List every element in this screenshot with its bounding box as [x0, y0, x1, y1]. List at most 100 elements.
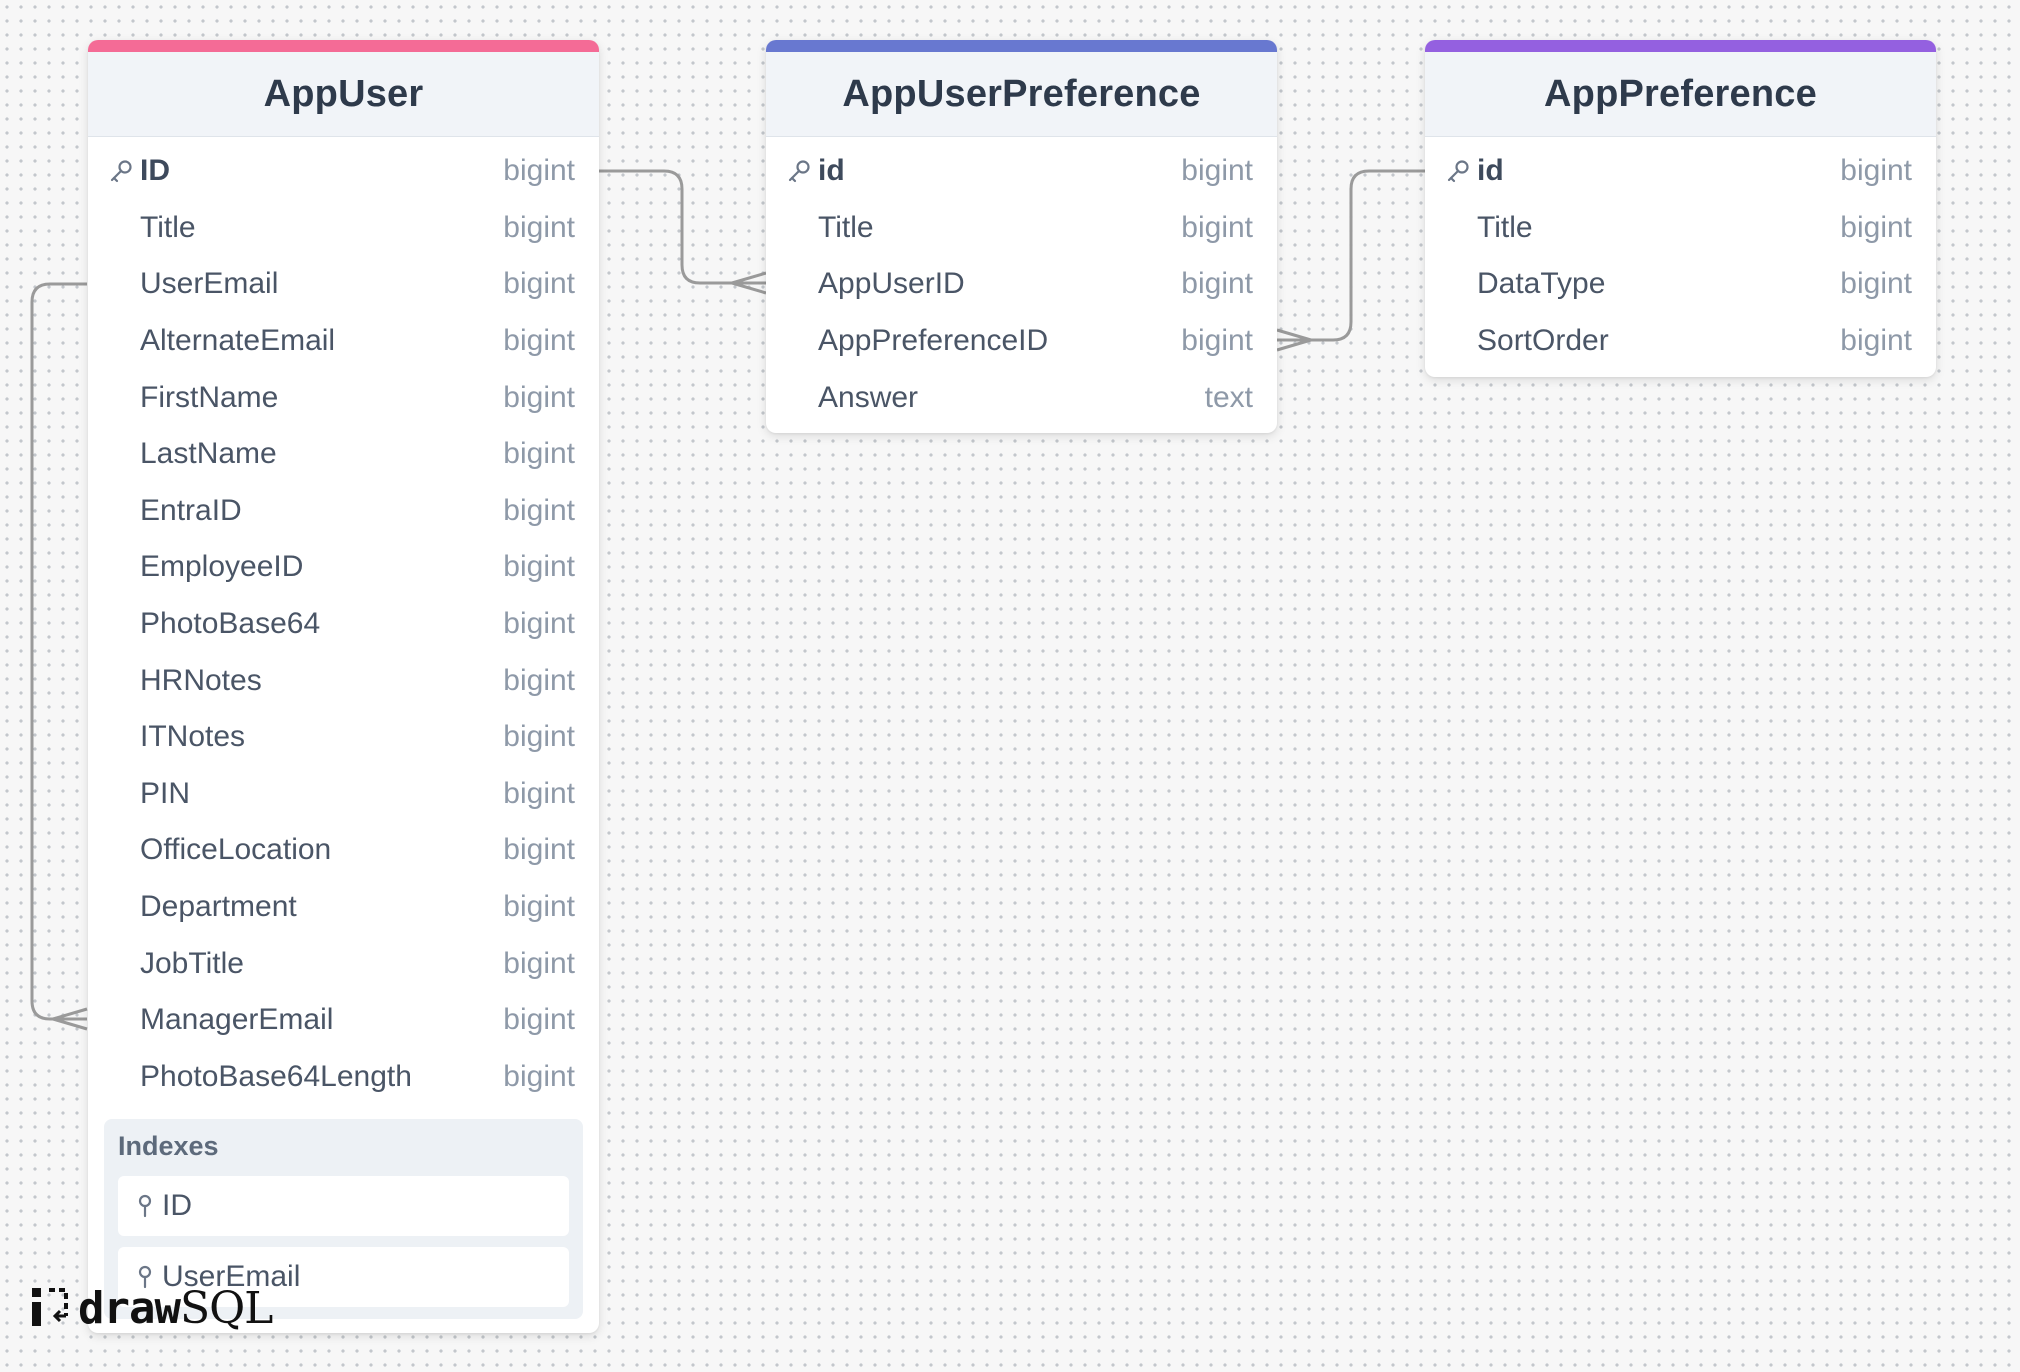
column-type: bigint: [1181, 267, 1253, 301]
column-name: JobTitle: [140, 946, 244, 980]
column-type: bigint: [503, 550, 575, 584]
column-name: AlternateEmail: [140, 324, 336, 358]
index-item-id[interactable]: ID: [118, 1176, 569, 1237]
index-item-useremail[interactable]: UserEmail: [118, 1247, 569, 1308]
column-row-title[interactable]: Title bigint: [88, 200, 599, 257]
key-icon: [786, 158, 812, 184]
column-type: bigint: [503, 1003, 575, 1037]
key-icon: [1445, 158, 1471, 184]
column-row-id[interactable]: id bigint: [766, 143, 1277, 200]
column-name: LastName: [140, 437, 277, 471]
table-title[interactable]: AppUser: [88, 52, 599, 137]
crow-foot-manageremail: [52, 1007, 88, 1031]
column-type: bigint: [503, 890, 575, 924]
column-name: Title: [1477, 210, 1533, 244]
table-title[interactable]: AppPreference: [1425, 52, 1936, 137]
column-row-photobase64length[interactable]: PhotoBase64Length bigint: [88, 1049, 599, 1106]
column-type: bigint: [503, 1059, 575, 1093]
logo-text-sql: SQL: [179, 1282, 273, 1334]
column-type: bigint: [503, 210, 575, 244]
column-type: text: [1204, 380, 1253, 414]
column-name: PhotoBase64Length: [140, 1059, 412, 1093]
column-type: bigint: [503, 663, 575, 697]
relationship-appuser-self-reference[interactable]: [30, 282, 87, 1021]
column-name: UserEmail: [140, 267, 279, 301]
column-type: bigint: [503, 720, 575, 754]
column-row-apppreferenceid[interactable]: AppPreferenceID bigint: [766, 313, 1277, 370]
column-name: ManagerEmail: [140, 1003, 334, 1037]
column-name: id: [1477, 154, 1504, 188]
crow-foot-apppreferenceid: [1276, 328, 1312, 352]
column-name: FirstName: [140, 380, 279, 414]
column-type: bigint: [503, 833, 575, 867]
column-row-department[interactable]: Department bigint: [88, 879, 599, 936]
column-row-id[interactable]: ID bigint: [88, 143, 599, 200]
column-name: ID: [140, 154, 170, 188]
drawsql-logo[interactable]: draw SQL: [30, 1282, 273, 1334]
column-type: bigint: [503, 154, 575, 188]
column-row-title[interactable]: Title bigint: [1425, 200, 1936, 257]
column-type: bigint: [1181, 324, 1253, 358]
column-type: bigint: [503, 493, 575, 527]
column-type: bigint: [1840, 324, 1912, 358]
key-icon: [108, 158, 134, 184]
column-type: bigint: [1840, 210, 1912, 244]
column-row-answer[interactable]: Answer text: [766, 369, 1277, 426]
table-accent-bar: [1425, 40, 1936, 52]
table-title[interactable]: AppUserPreference: [766, 52, 1277, 137]
column-row-officelocation[interactable]: OfficeLocation bigint: [88, 822, 599, 879]
column-name: PhotoBase64: [140, 607, 321, 641]
column-row-sortorder[interactable]: SortOrder bigint: [1425, 313, 1936, 370]
column-name: EmployeeID: [140, 550, 304, 584]
column-name: Title: [818, 210, 874, 244]
column-name: EntraID: [140, 493, 242, 527]
column-name: DataType: [1477, 267, 1606, 301]
column-name: id: [818, 154, 845, 188]
column-row-employeeid[interactable]: EmployeeID bigint: [88, 539, 599, 596]
column-name: ITNotes: [140, 720, 246, 754]
column-row-firstname[interactable]: FirstName bigint: [88, 369, 599, 426]
crow-foot-appuserid: [731, 271, 767, 295]
drawsql-logo-icon: [30, 1286, 72, 1330]
relationship-apppreference-to-appuserpreference[interactable]: [1277, 169, 1425, 342]
table-accent-bar: [88, 40, 599, 52]
column-type: bigint: [503, 267, 575, 301]
pin-icon: [134, 1193, 156, 1219]
column-name: Title: [140, 210, 196, 244]
column-type: bigint: [1181, 154, 1253, 188]
column-name: Answer: [818, 380, 919, 414]
index-label: ID: [162, 1189, 192, 1223]
column-type: bigint: [503, 776, 575, 810]
column-row-useremail[interactable]: UserEmail bigint: [88, 256, 599, 313]
column-name: HRNotes: [140, 663, 262, 697]
column-name: AppPreferenceID: [818, 324, 1049, 358]
column-row-entraid[interactable]: EntraID bigint: [88, 483, 599, 540]
column-type: bigint: [503, 380, 575, 414]
table-accent-bar: [766, 40, 1277, 52]
column-name: OfficeLocation: [140, 833, 332, 867]
indexes-panel: Indexes ID UserEmail: [104, 1119, 583, 1320]
column-name: SortOrder: [1477, 324, 1609, 358]
column-row-manageremail[interactable]: ManagerEmail bigint: [88, 992, 599, 1049]
relationship-appuser-to-appuserpreference[interactable]: [599, 169, 766, 285]
column-name: Department: [140, 890, 297, 924]
column-row-hrnotes[interactable]: HRNotes bigint: [88, 652, 599, 709]
column-row-itnotes[interactable]: ITNotes bigint: [88, 709, 599, 766]
